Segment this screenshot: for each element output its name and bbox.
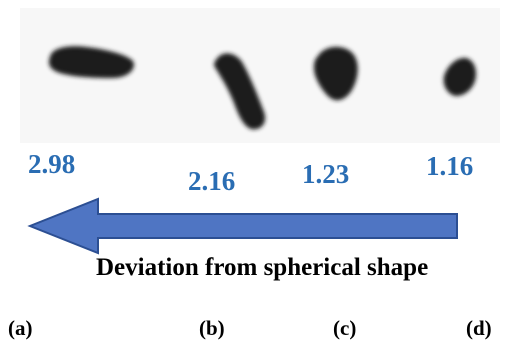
label-c: (c)	[333, 316, 356, 340]
particle-d	[443, 57, 476, 96]
value-a: 2.98	[28, 149, 75, 179]
value-c: 1.23	[302, 159, 349, 189]
arrow-caption: Deviation from spherical shape	[96, 254, 428, 281]
particle-tilted-rod-shape	[214, 53, 266, 130]
arrow-left-icon	[27, 197, 458, 255]
label-b: (b)	[199, 316, 225, 340]
particle-c	[313, 46, 358, 101]
particle-rounded-shape	[313, 46, 358, 101]
value-b: 2.16	[188, 166, 235, 196]
particle-small-rounded-shape	[443, 57, 476, 96]
value-d: 1.16	[426, 151, 473, 181]
label-d: (d)	[466, 316, 492, 340]
label-a: (a)	[8, 316, 33, 340]
particle-a	[48, 46, 134, 78]
particle-rod-shape	[48, 46, 134, 78]
particle-b	[214, 53, 266, 130]
